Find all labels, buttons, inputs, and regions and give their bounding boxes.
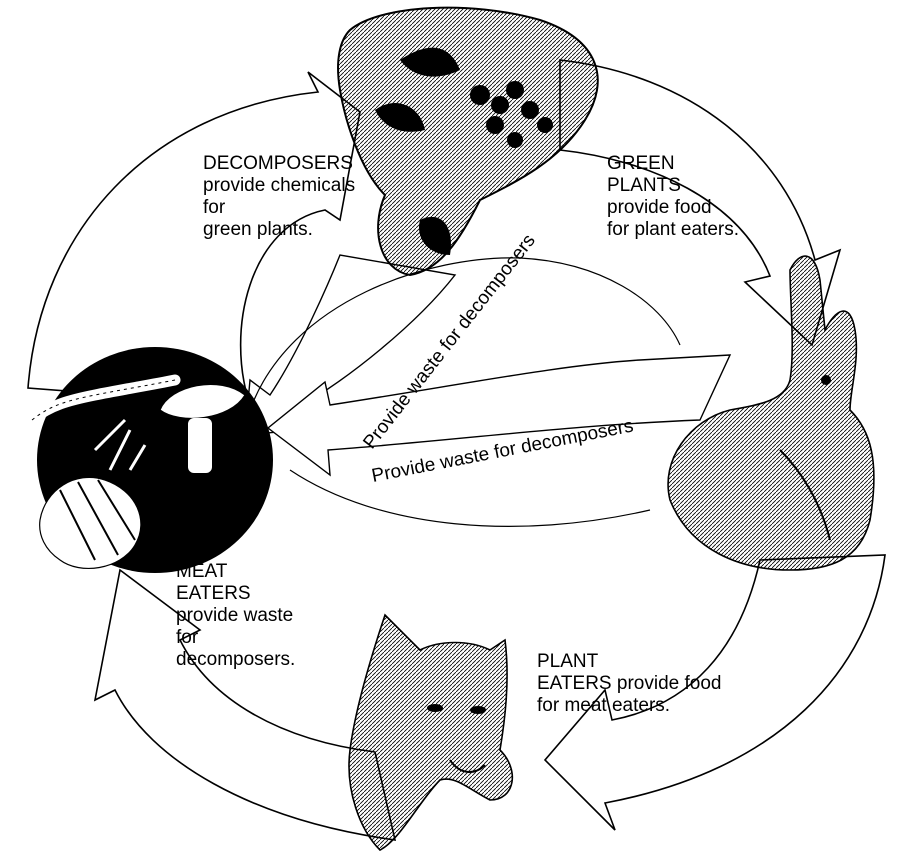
grub-icon — [40, 477, 141, 568]
plant-illustration — [338, 8, 598, 275]
meat-eaters-label: MEAT EATERS provide waste for decomposer… — [176, 561, 295, 671]
decomposers-label: DECOMPOSERS provide chemicals for green … — [203, 153, 355, 241]
plant-eaters-label: PLANT EATERS provide food for meat eater… — [537, 651, 721, 717]
green-plants-label: GREEN PLANTS provide food for plant eate… — [607, 153, 739, 241]
fox-illustration — [349, 615, 512, 850]
